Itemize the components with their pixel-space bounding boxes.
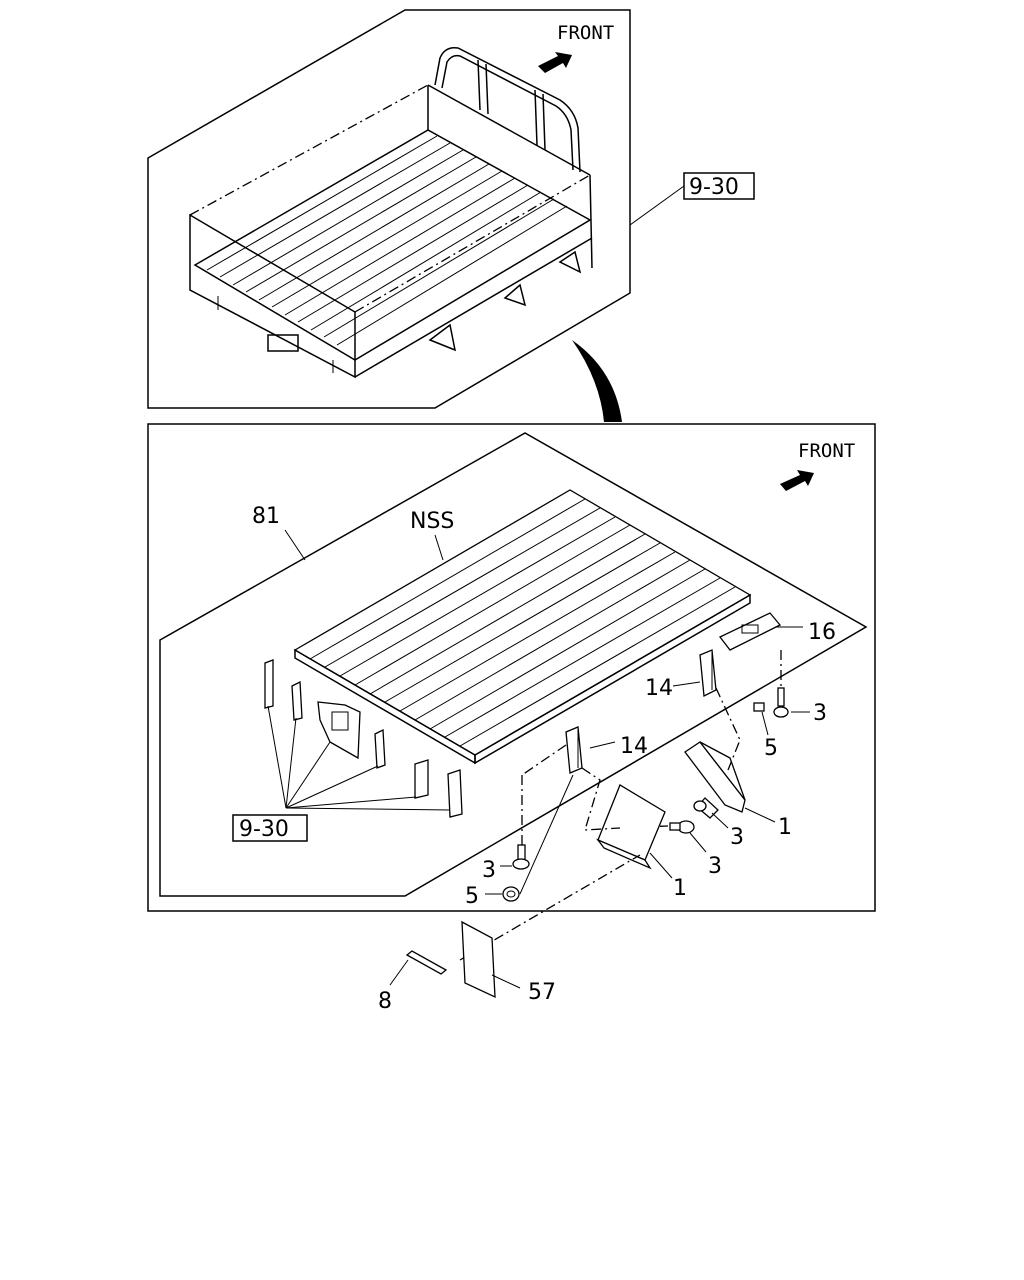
callout-57: 57 [528,980,556,1005]
strip-8[interactable] [405,950,448,975]
callout-5-right: 5 [764,736,778,761]
detail-panel: FRONT 81 NSS 16 [147,423,876,912]
callout-nss: NSS [410,509,454,534]
nut-5-left[interactable] [502,886,520,902]
nut-5-right[interactable] [753,702,765,712]
bolt-3-right[interactable] [773,687,789,718]
bracket-16[interactable] [718,612,782,651]
callout-1-right: 1 [778,815,792,840]
front-label: FRONT [557,22,614,44]
plate-14-left[interactable] [565,726,583,774]
callout-16: 16 [808,620,836,645]
truck-body-drawing [189,46,593,379]
bolt-3-mid-a[interactable] [693,797,719,819]
curved-pointer [572,340,622,422]
callout-14-right: 14 [645,676,673,701]
mudflap-57[interactable] [461,920,496,999]
bracket-group-9-30[interactable] [264,659,463,818]
callout-14-left: 14 [620,734,648,759]
callout-81: 81 [252,504,280,529]
plate-14-right[interactable] [699,649,717,698]
ref-box-bottom[interactable] [232,814,308,842]
callout-3-mid-a: 3 [730,825,744,850]
front-arrow-icon [538,52,572,73]
callout-8: 8 [378,989,392,1014]
callout-3-left: 3 [482,858,496,883]
loose-parts: 57 8 [378,854,641,1014]
overview-panel: FRONT 9-30 [147,9,755,422]
stay-1-left[interactable] [596,784,666,870]
front-label: FRONT [798,440,855,462]
callout-3-mid-b: 3 [708,854,722,879]
front-arrow-icon [780,470,814,491]
callout-5-left: 5 [465,884,479,909]
ref-label-bottom: 9-30 [239,817,289,842]
stay-1-right[interactable] [684,741,746,813]
bolt-3-left[interactable] [512,844,530,870]
ref-label-top: 9-30 [689,175,739,200]
bolt-3-mid-b[interactable] [669,820,695,834]
callout-3-right: 3 [813,701,827,726]
floor-slab [293,489,752,765]
callout-1-left: 1 [673,876,687,901]
